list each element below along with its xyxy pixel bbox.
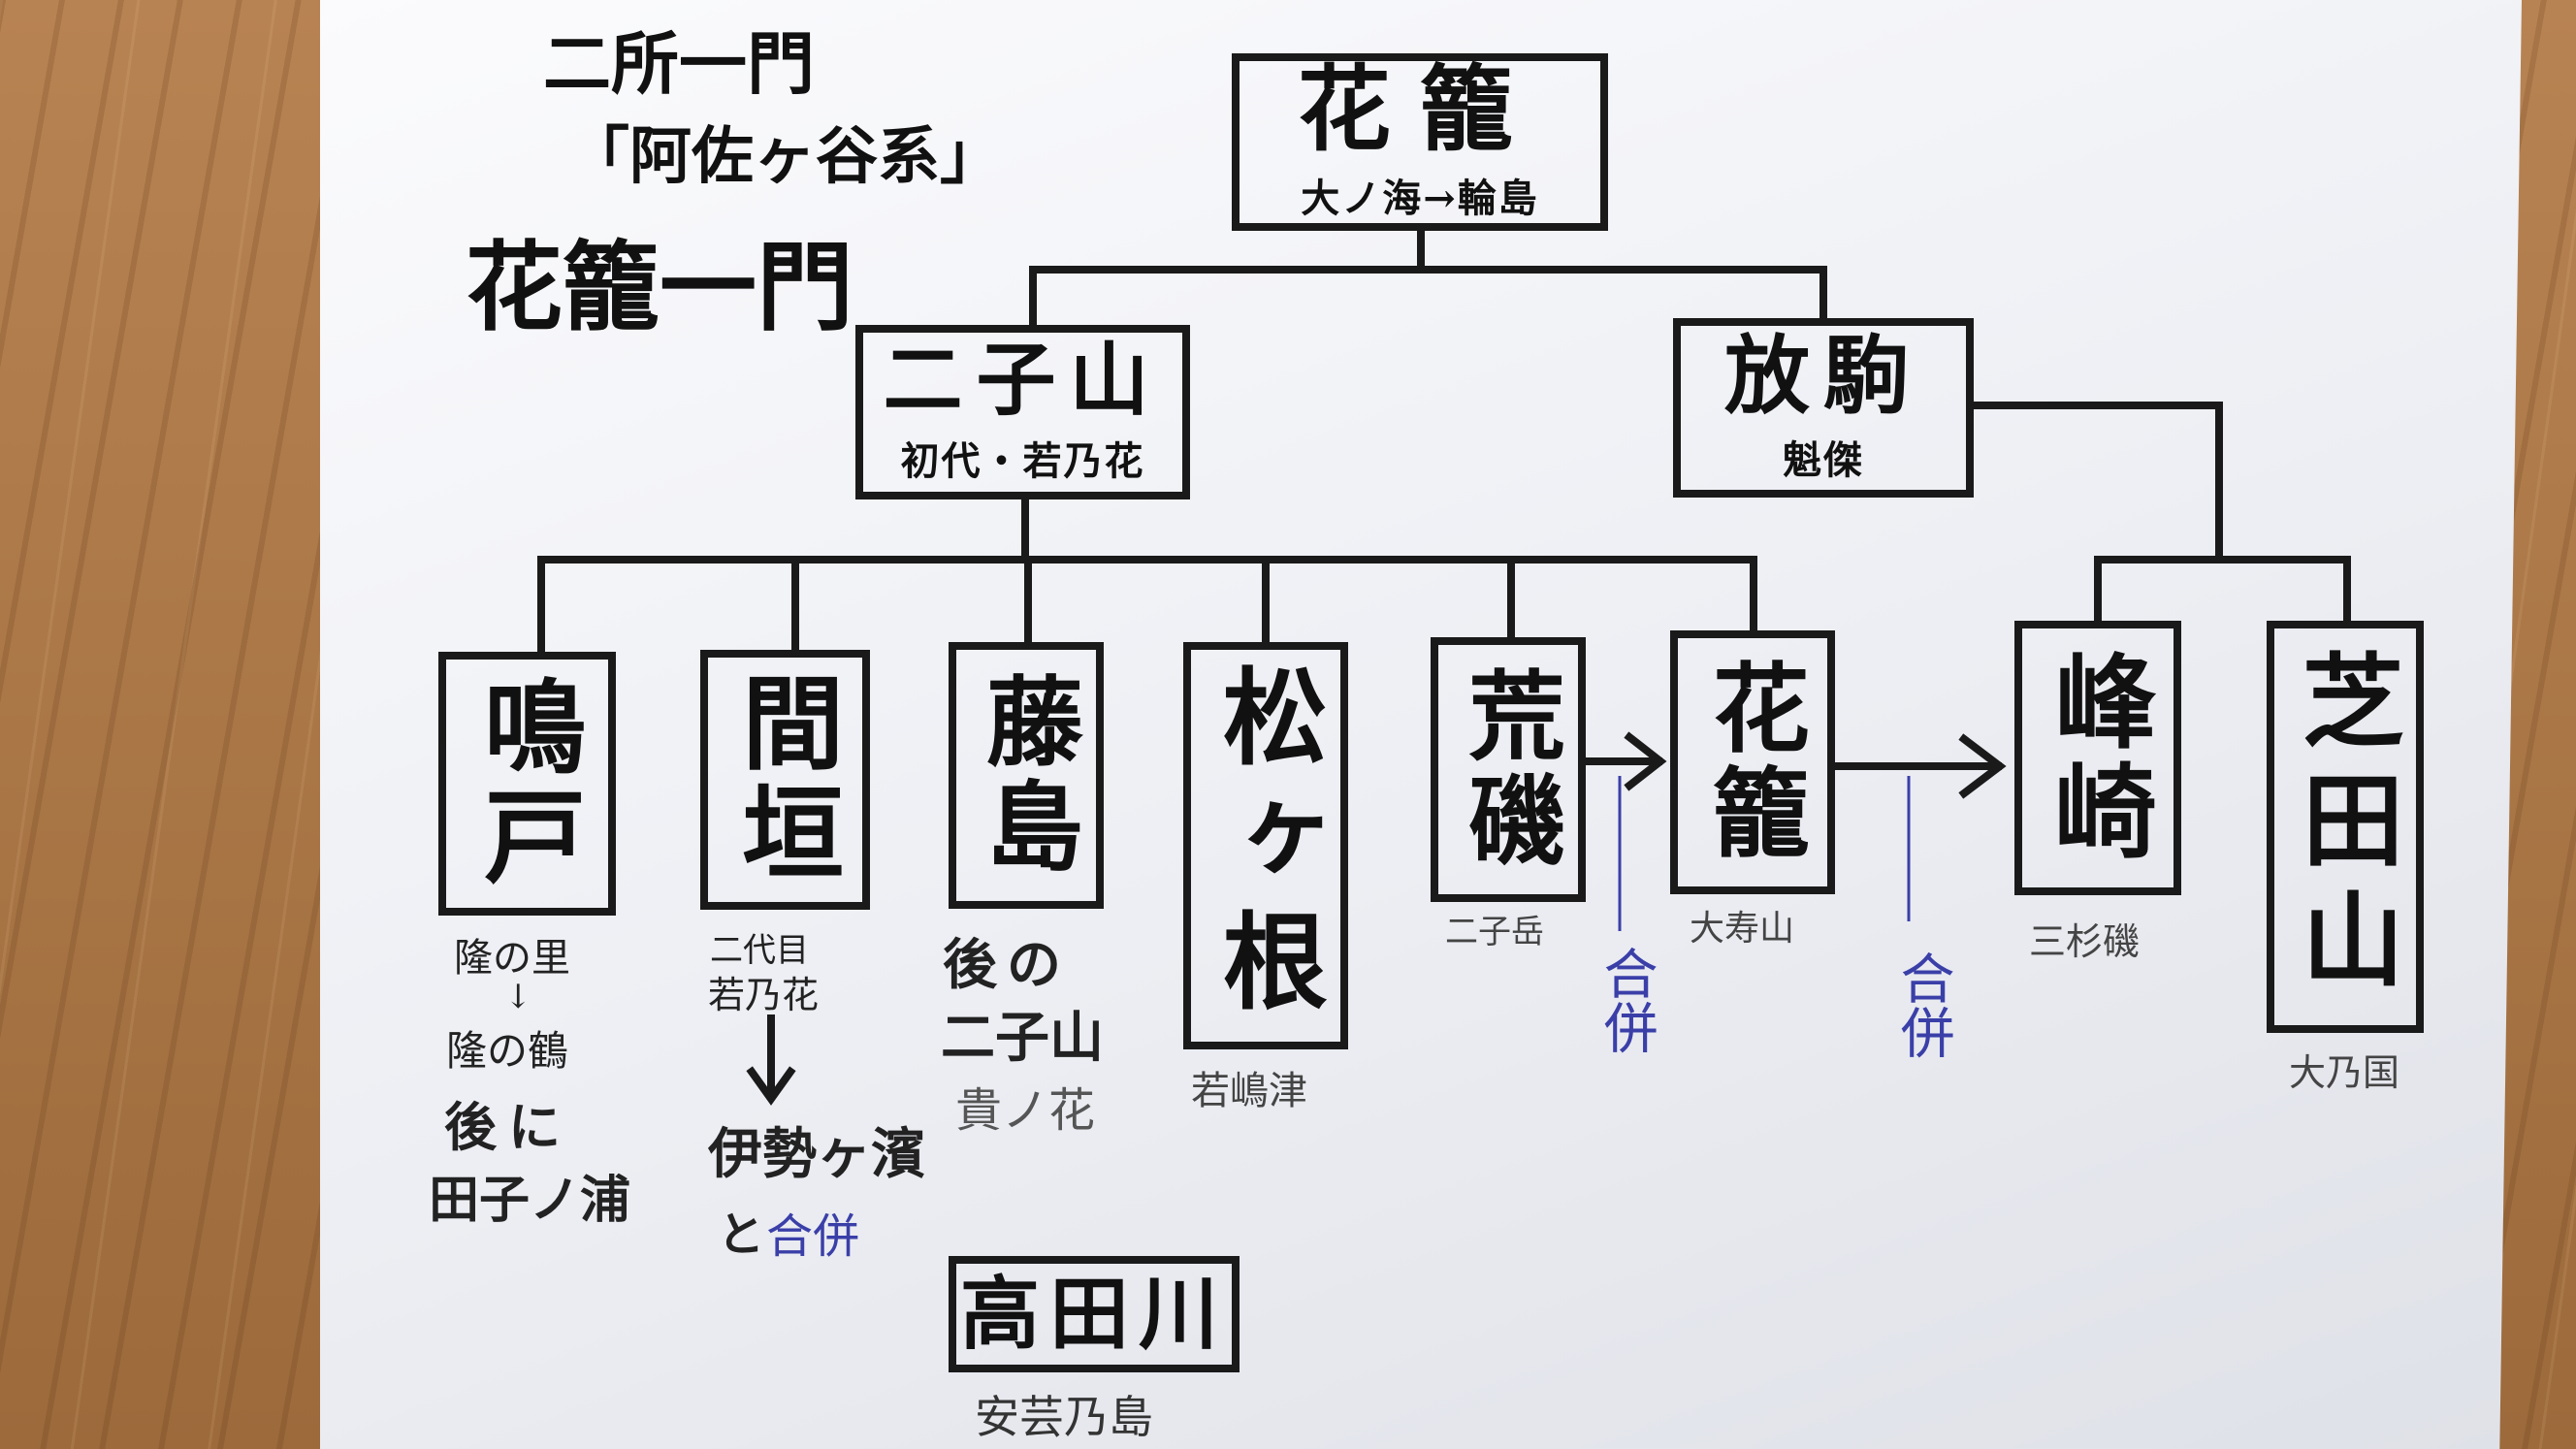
box-matsugane: 松ヶ根 (1183, 642, 1348, 1049)
note-magaki-merge: 合併 (766, 1209, 860, 1264)
note-magaki-2: 若乃花 (708, 974, 820, 1016)
box-takadagawa: 高田川 (949, 1256, 1240, 1372)
header-line-1: 二所一門 (543, 23, 815, 104)
box-hanakago-mid: 花籠 (1670, 630, 1835, 894)
box-shibatayama-name: 芝田山 (2285, 648, 2406, 1006)
note-naruto-arrow: ↓ (504, 978, 532, 1016)
box-futagoyama-sub: 初代・若乃花 (900, 438, 1145, 485)
box-hanakago-top-sub: 大ノ海→輪島 (1301, 175, 1539, 221)
box-hanaregoma-sub: 魁傑 (1783, 436, 1864, 483)
box-minezaki: 峰崎 (2014, 621, 2181, 895)
box-naruto: 鳴戸 (438, 652, 616, 916)
note-magaki-4: と (718, 1208, 765, 1262)
box-futagoyama-name: 二子山 (883, 333, 1163, 427)
box-araiso: 荒磯 (1431, 637, 1586, 902)
note-fujishima-1: 後の (943, 933, 1071, 997)
box-fujishima-name: 藤島 (969, 670, 1084, 881)
box-araiso-name: 荒磯 (1451, 664, 1566, 875)
box-hanakago-mid-name: 花籠 (1695, 658, 1811, 867)
note-naruto-1: 隆の里 (454, 936, 570, 981)
header-line-2: 「阿佐ヶ谷系」 (567, 120, 1002, 193)
note-minezaki-1: 三杉磯 (2029, 920, 2141, 963)
merge-label-a: 合併 (1594, 946, 1658, 1054)
note-fujishima-2: 二子山 (941, 1006, 1104, 1070)
box-takadagawa-name: 高田川 (959, 1267, 1228, 1361)
note-naruto-2: 隆の鶴 (446, 1027, 569, 1075)
box-hanaregoma: 放駒 魁傑 (1673, 318, 1974, 498)
box-naruto-name: 鳴戸 (467, 674, 588, 893)
box-minezaki-name: 峰崎 (2038, 648, 2159, 868)
box-magaki-name: 間垣 (724, 670, 846, 889)
note-fujishima-3: 貴ノ花 (955, 1083, 1096, 1138)
box-magaki: 間垣 (700, 650, 870, 910)
note-naruto-4: 田子ノ浦 (429, 1171, 631, 1230)
note-araiso-1: 二子岳 (1445, 913, 1544, 951)
note-shibatayama-1: 大乃国 (2289, 1051, 2400, 1094)
note-naruto-3: 後に (444, 1096, 572, 1158)
note-magaki-3: 伊勢ヶ濱 (708, 1122, 925, 1186)
note-takadagawa-1: 安芸乃島 (975, 1391, 1153, 1443)
note-magaki-1: 二代目 (710, 931, 809, 970)
box-matsugane-name: 松ヶ根 (1205, 662, 1328, 1029)
box-hanakago-top-name: 花籠 (1298, 54, 1542, 165)
header-line-3: 花籠一門 (466, 230, 853, 344)
box-shibatayama: 芝田山 (2267, 621, 2424, 1033)
box-hanaregoma-name: 放駒 (1723, 325, 1922, 427)
box-futagoyama: 二子山 初代・若乃花 (855, 325, 1190, 499)
box-fujishima: 藤島 (949, 642, 1104, 909)
note-matsugane-1: 若嶋津 (1191, 1069, 1307, 1113)
box-hanakago-top: 花籠 大ノ海→輪島 (1232, 53, 1608, 231)
merge-label-b: 合併 (1891, 950, 1954, 1059)
note-hanakago-mid-1: 大寿山 (1690, 909, 1795, 949)
